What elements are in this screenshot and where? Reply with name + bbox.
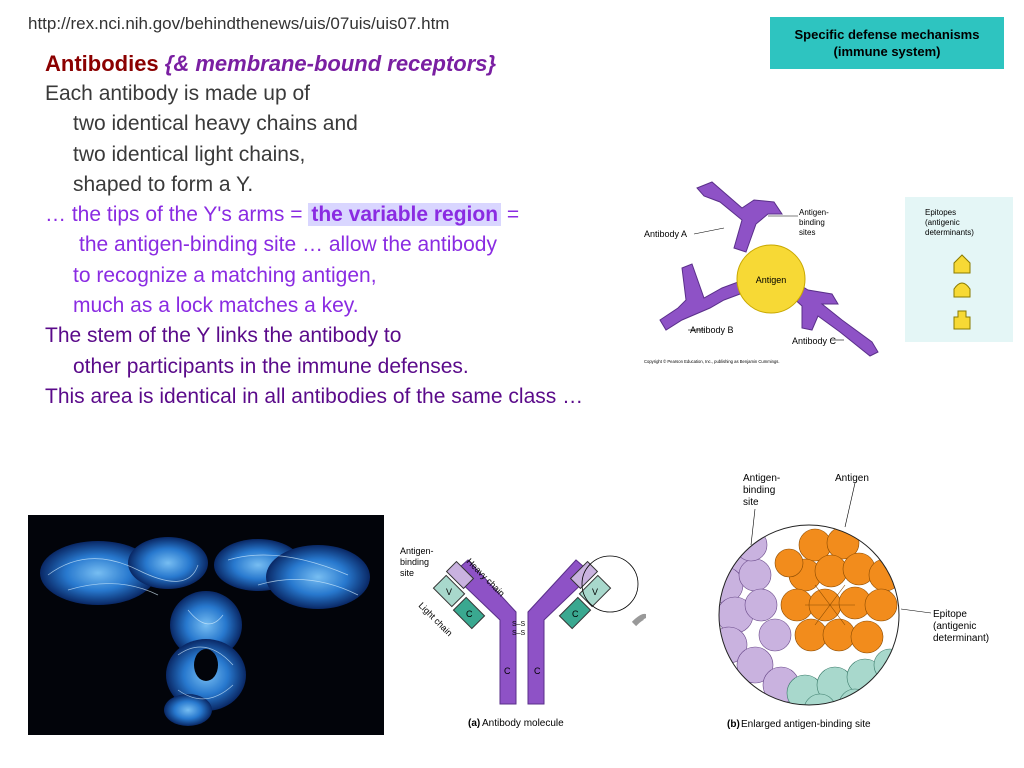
- epitope-label-1: Epitope: [933, 609, 967, 620]
- site-label-3: site: [743, 497, 759, 508]
- light-chain-left-v: [432, 574, 466, 608]
- epitopes-label-3: determinants): [925, 228, 974, 237]
- epitopes-label-2: (antigenic: [925, 218, 960, 227]
- epitope-shape-notched: [953, 310, 971, 330]
- body-line: The stem of the Y links the antibody to: [45, 324, 402, 348]
- binding-sites-label-1: Antigen-: [799, 208, 829, 217]
- caption-b: Enlarged antigen-binding site: [741, 719, 871, 730]
- body-text: Each antibody is made up of two identica…: [45, 79, 583, 412]
- binding-sites-label-3: sites: [799, 228, 815, 237]
- topic-badge: Specific defense mechanisms (immune syst…: [770, 17, 1004, 69]
- antibody-a-shape: [696, 181, 783, 253]
- mol-site-label-3: site: [400, 568, 414, 578]
- epitope-label-3: determinant): [933, 633, 989, 644]
- source-url[interactable]: http://rex.nci.nih.gov/behindthenews/uis…: [28, 14, 450, 33]
- title-main: Antibodies: [45, 51, 159, 76]
- heavy-chain-left: [451, 559, 517, 705]
- mol-site-label-2: binding: [400, 557, 429, 567]
- epitopes-label-1: Epitopes: [925, 208, 956, 217]
- body-line: to recognize a matching antigen,: [73, 263, 377, 287]
- antigen-shape: [736, 244, 806, 314]
- enlarged-binding-site-diagram: Antigen- binding site Antigen Epitope (a…: [718, 473, 989, 730]
- copyright-note: Copyright © Pearson Education, Inc., pub…: [644, 359, 780, 364]
- antibody-antigen-figure: Antigen Antibody A Antigen- binding site…: [644, 181, 879, 364]
- badge-line-1: Specific defense mechanisms: [794, 27, 980, 42]
- caption-a: Antibody molecule: [482, 718, 564, 729]
- epitopes-panel: Epitopes (antigenic determinants): [905, 197, 1013, 342]
- light-chain-right-c: [558, 596, 592, 630]
- antibody-b-shape: [659, 263, 741, 331]
- epitope-shape-rounded: [953, 282, 971, 298]
- binding-sites-label-2: binding: [799, 218, 825, 227]
- ss-bond-label-2: S–S: [512, 630, 526, 637]
- title-sub: {& membrane-bound receptors}: [164, 51, 497, 76]
- mol-site-label-1: Antigen-: [400, 546, 434, 556]
- body-line: This area is identical in all antibodies…: [45, 384, 584, 408]
- heavy-chain-right-v: [569, 560, 599, 590]
- binding-site-circle: [581, 555, 639, 613]
- heavy-chain-left-v: [445, 560, 475, 590]
- caption-b-bold: (b): [727, 719, 740, 730]
- c-label-right: C: [572, 609, 579, 619]
- antigen-label-b: Antigen: [835, 473, 869, 484]
- v-label-right: V: [592, 587, 598, 597]
- antibody-b-label: Antibody B: [690, 325, 734, 335]
- body-line: Each antibody is made up of: [45, 82, 311, 105]
- body-line-part: =: [501, 203, 520, 227]
- antigen-label: Antigen: [756, 275, 787, 285]
- body-line-part: … the tips of the Y's arms =: [45, 203, 309, 227]
- antibody-c-shape: [777, 279, 879, 357]
- c-label-stem-right: C: [534, 666, 541, 676]
- antibody-c-label: Antibody C: [792, 336, 837, 346]
- light-chain-right-v: [578, 574, 612, 608]
- ss-bond-label-1: S–S: [512, 621, 526, 628]
- epitope-shape-pointed: [953, 254, 971, 274]
- body-line: two identical light chains,: [73, 142, 306, 166]
- badge-line-2: (immune system): [833, 44, 941, 59]
- binding-site-outline: [718, 524, 900, 706]
- heavy-chain-right: [527, 559, 593, 705]
- c-label-stem-left: C: [504, 666, 511, 676]
- antibody-molecule-diagram: V C V C C C S–S S–S Antigen- binding sit…: [396, 464, 646, 740]
- slide-title: Antibodies {& membrane-bound receptors}: [45, 51, 496, 77]
- antibody-3d-image: [28, 515, 384, 735]
- v-label-left: V: [446, 587, 452, 597]
- site-label-1: Antigen-: [743, 473, 780, 484]
- antibody-a-label: Antibody A: [644, 229, 687, 239]
- body-line: the antigen-binding site … allow the ant…: [79, 233, 497, 257]
- c-label-left: C: [466, 609, 473, 619]
- site-label-2: binding: [743, 485, 775, 496]
- variable-region-highlight: the variable region: [308, 203, 502, 227]
- zoom-arrow: [631, 613, 646, 627]
- body-line: shaped to form a Y.: [73, 172, 254, 196]
- body-line: … the tips of the Y's arms = the variabl…: [45, 200, 583, 230]
- body-line: two identical heavy chains and: [73, 112, 358, 136]
- body-line: other participants in the immune defense…: [73, 354, 469, 378]
- epitope-label-2: (antigenic: [933, 621, 976, 632]
- light-chain-left-c: [452, 596, 486, 630]
- caption-a-bold: (a): [468, 718, 480, 729]
- body-line: much as a lock matches a key.: [73, 294, 359, 318]
